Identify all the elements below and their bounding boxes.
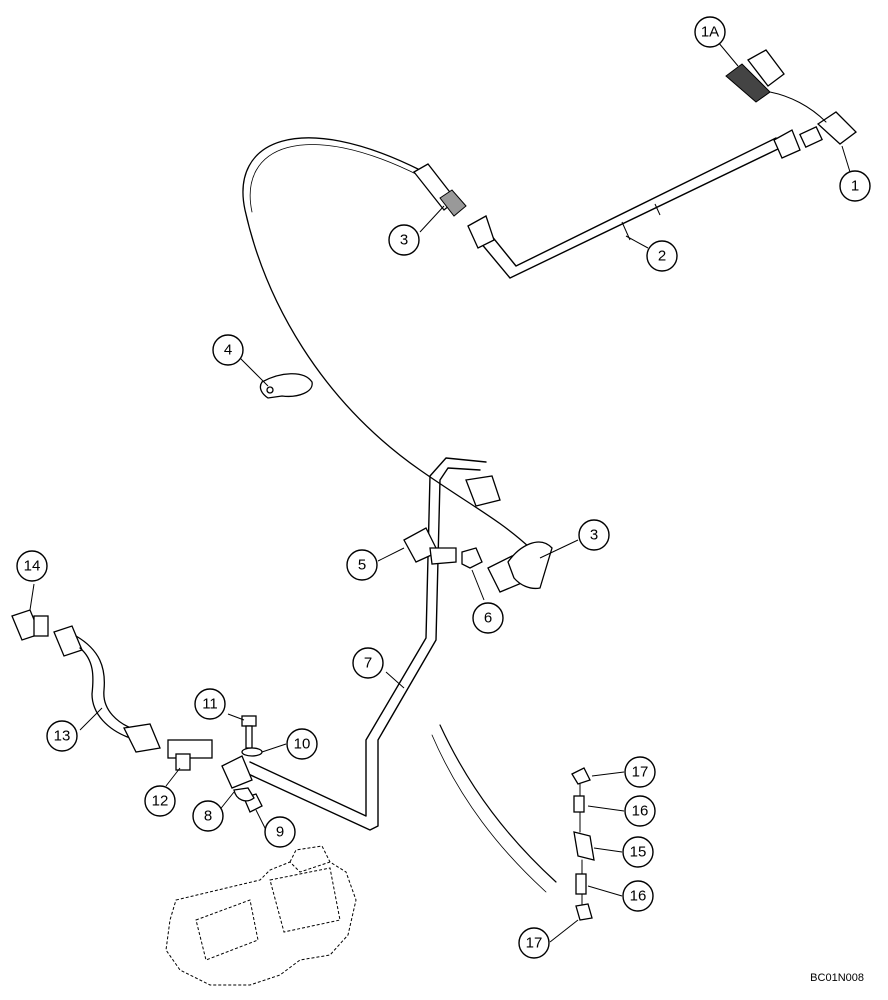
clip-part-8 [221, 755, 255, 802]
callout-label: 14 [24, 558, 41, 575]
callout-17-bottom: 17 [518, 927, 550, 959]
callout-12: 12 [144, 785, 176, 817]
control-valve-body [165, 845, 357, 986]
tee-fitting-part-12 [167, 739, 213, 771]
callout-7: 7 [352, 647, 384, 679]
callout-label: 4 [224, 342, 232, 359]
callout-17-top: 17 [624, 756, 656, 788]
callout-label: 12 [152, 793, 169, 810]
callout-label: 3 [400, 232, 408, 249]
callout-label: 6 [484, 610, 492, 627]
callout-label: 1 [851, 178, 859, 195]
callout-label: 7 [364, 655, 372, 672]
callout-label: 8 [204, 808, 212, 825]
callout-label: 16 [632, 803, 649, 820]
upper-hose-fitting [413, 163, 467, 217]
callout-3-top: 3 [388, 224, 420, 256]
callout-label: 10 [294, 736, 311, 753]
callout-9: 9 [264, 816, 296, 848]
hose-part-13 [53, 625, 161, 753]
callout-2: 2 [646, 240, 678, 272]
coupler-part-1 [799, 111, 857, 149]
callout-6: 6 [472, 602, 504, 634]
callout-13: 13 [46, 720, 78, 752]
callout-8: 8 [192, 800, 224, 832]
callout-1: 1 [839, 170, 871, 202]
callout-14: 14 [16, 550, 48, 582]
callout-15: 15 [622, 836, 654, 868]
loop-hose [242, 137, 531, 549]
callout-label: 17 [632, 764, 649, 781]
callout-label: 13 [54, 728, 71, 745]
washer-part-10 [241, 747, 263, 757]
callout-10: 10 [286, 728, 318, 760]
callout-4: 4 [212, 334, 244, 366]
drawing-code: BC01N008 [810, 972, 864, 984]
tube-assembly [467, 129, 801, 279]
callout-label: 5 [358, 557, 366, 574]
bolt-part-11 [241, 715, 257, 749]
clamp-part-4 [259, 373, 313, 399]
callout-16-top: 16 [624, 795, 656, 827]
lower-hose [439, 724, 557, 883]
adapter-part-14 [11, 609, 49, 641]
callout-label: 2 [658, 248, 666, 265]
callout-3-bottom: 3 [578, 519, 610, 551]
lower-elbow-fitting [487, 541, 553, 593]
callout-label: 11 [202, 696, 218, 713]
callout-label: 9 [276, 824, 284, 841]
callout-1A: 1A [694, 16, 726, 48]
quick-coupler-1A [725, 49, 827, 123]
callout-11: 11 [194, 688, 226, 720]
lower-hose-inner [431, 734, 547, 893]
callout-label: 1A [701, 24, 719, 41]
nut-part-6 [461, 547, 483, 569]
callout-5: 5 [346, 549, 378, 581]
callout-label: 3 [590, 527, 598, 544]
callout-label: 15 [630, 844, 647, 861]
loop-hose-inner [249, 144, 421, 213]
callout-label: 16 [630, 888, 647, 905]
leader-lines [29, 41, 851, 943]
callout-16-bottom: 16 [622, 880, 654, 912]
main-tube [243, 457, 501, 831]
elbow-fitting-part-5 [403, 527, 457, 565]
small-fittings-stack [571, 767, 595, 921]
callout-label: 17 [526, 935, 543, 952]
